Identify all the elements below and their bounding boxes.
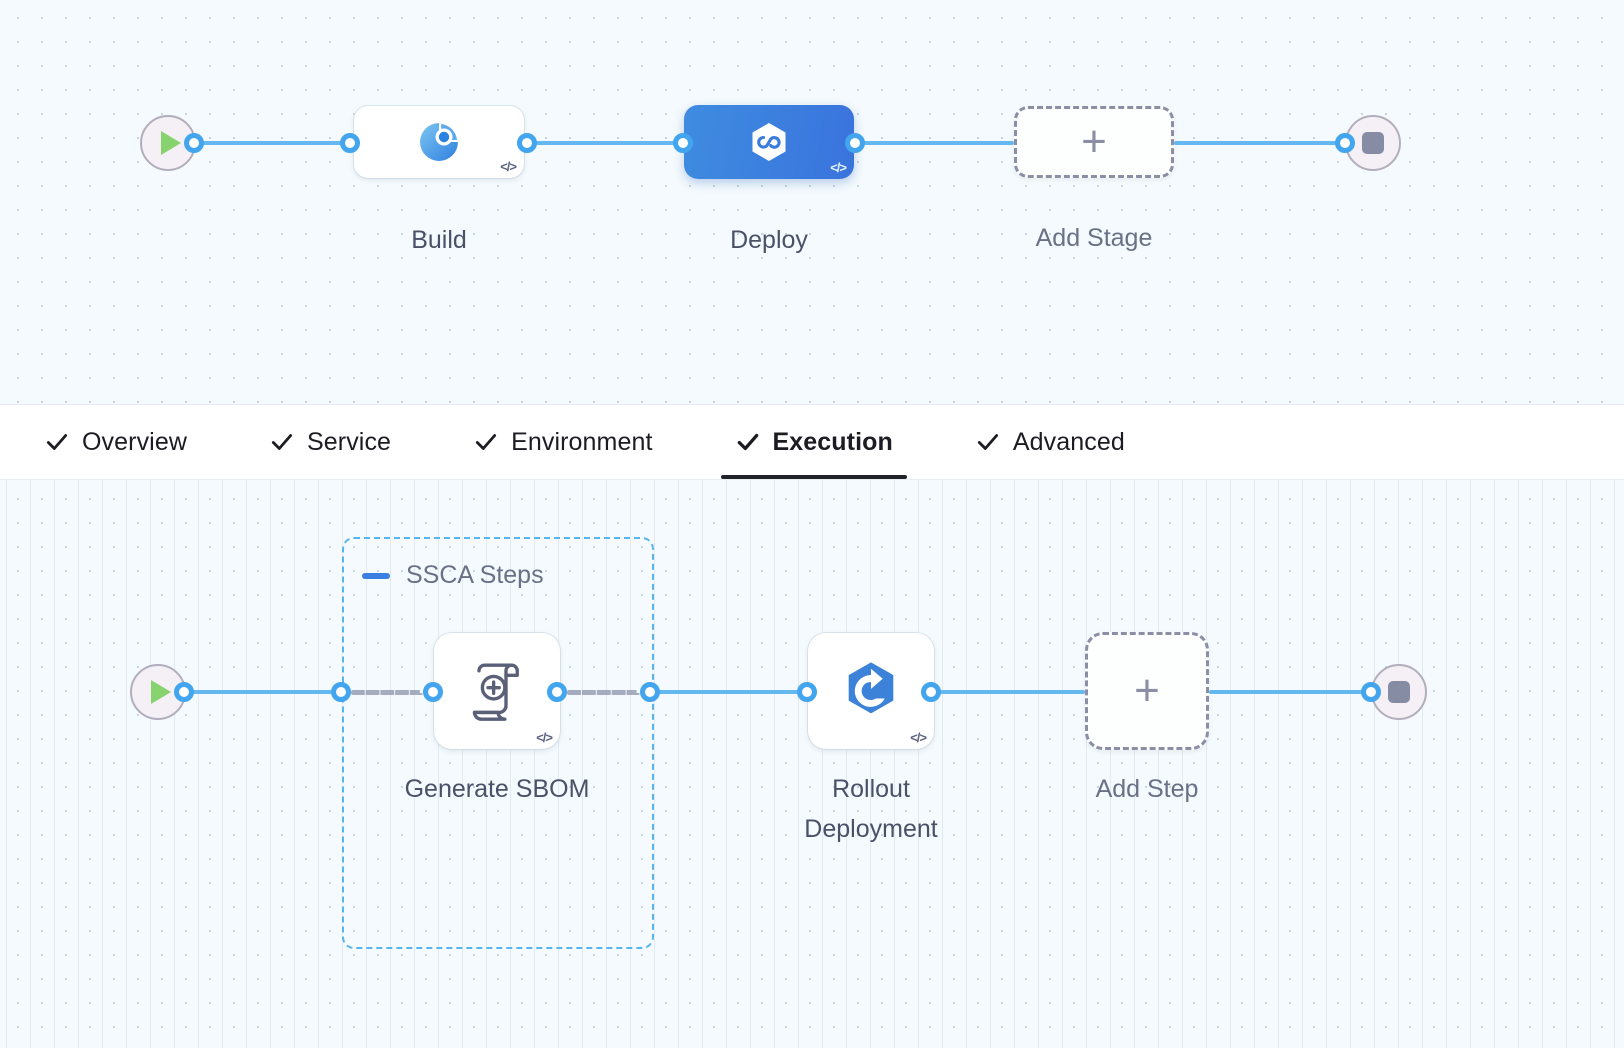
tab-advanced-label: Advanced	[1012, 427, 1125, 456]
link-start-group	[188, 690, 340, 694]
sbom-code-badge[interactable]: </>	[536, 730, 553, 745]
tab-execution[interactable]: Execution	[720, 405, 908, 479]
stage-label-add-stage: Add Stage	[1035, 224, 1153, 252]
tab-advanced[interactable]: Advanced	[961, 405, 1139, 479]
step-group-title: SSCA Steps	[406, 561, 544, 589]
link-deploy-addstage	[859, 141, 1014, 145]
stop-icon	[1362, 132, 1384, 154]
link-start-build	[198, 141, 356, 145]
link-group-sbom	[351, 690, 423, 695]
deploy-output-port[interactable]	[845, 133, 865, 153]
tab-overview[interactable]: Overview	[30, 405, 201, 479]
stage-end-node[interactable]	[1345, 115, 1401, 171]
step-group-header[interactable]: SSCA Steps	[362, 561, 544, 590]
step-node-generate-sbom[interactable]: </>	[434, 633, 560, 749]
tab-environment[interactable]: Environment	[459, 405, 666, 479]
stage-config-tab-bar: Overview Service Environment Execution A	[0, 404, 1624, 480]
link-group-rollout	[654, 690, 800, 694]
deploy-cd-icon	[752, 123, 786, 161]
stop-icon	[1388, 681, 1410, 703]
stage-node-deploy[interactable]: </>	[684, 105, 854, 179]
build-input-port[interactable]	[340, 133, 360, 153]
build-pie-icon	[420, 123, 458, 161]
tab-environment-label: Environment	[511, 427, 653, 456]
rollout-input-port[interactable]	[797, 682, 817, 702]
rollout-output-port[interactable]	[921, 682, 941, 702]
build-output-port[interactable]	[517, 133, 537, 153]
check-icon	[46, 434, 68, 450]
step-end-port[interactable]	[1361, 682, 1381, 702]
stage-canvas[interactable]: </> Build </> Deploy	[0, 0, 1624, 410]
tab-execution-label: Execution	[772, 427, 893, 456]
stage-label-deploy: Deploy	[730, 226, 808, 254]
step-node-rollout-deployment[interactable]: </>	[808, 633, 934, 749]
check-icon	[271, 434, 293, 450]
build-code-badge[interactable]: </>	[500, 159, 517, 174]
stage-start-port[interactable]	[184, 133, 204, 153]
rollout-code-badge[interactable]: </>	[910, 730, 927, 745]
plus-icon: +	[1134, 666, 1160, 715]
rollout-hex-icon	[848, 662, 894, 714]
check-icon	[475, 434, 497, 450]
tab-service[interactable]: Service	[255, 405, 405, 479]
group-exit-port[interactable]	[640, 682, 660, 702]
stage-end-port[interactable]	[1335, 133, 1355, 153]
play-icon	[160, 131, 181, 155]
step-label-add-step: Add Step	[1095, 775, 1199, 803]
stage-node-build[interactable]: </>	[354, 106, 524, 178]
minus-icon[interactable]	[362, 572, 390, 579]
stage-node-add-stage[interactable]: +	[1014, 106, 1174, 178]
link-rollout-addstep	[935, 690, 1085, 694]
link-addstep-end	[1209, 690, 1366, 694]
sbom-output-port[interactable]	[547, 682, 567, 702]
deploy-input-port[interactable]	[673, 133, 693, 153]
link-build-deploy	[531, 141, 681, 145]
step-label-rollout-deployment: Rollout Deployment	[804, 775, 938, 843]
group-entry-port[interactable]	[331, 682, 351, 702]
play-icon	[150, 680, 171, 704]
sbom-input-port[interactable]	[423, 682, 443, 702]
step-start-port[interactable]	[174, 682, 194, 702]
check-icon	[737, 433, 758, 451]
execution-steps-canvas[interactable]: SSCA Steps	[0, 479, 1624, 1048]
scroll-plus-icon	[472, 663, 519, 721]
plus-icon: +	[1081, 117, 1107, 166]
deploy-code-badge[interactable]: </>	[830, 160, 847, 175]
stage-label-build: Build	[411, 226, 467, 254]
link-addstage-end	[1174, 141, 1350, 145]
link-sbom-groupexit	[567, 690, 640, 695]
step-node-add-step[interactable]: +	[1085, 632, 1209, 750]
check-icon	[977, 434, 998, 450]
tab-overview-label: Overview	[82, 427, 187, 456]
tab-service-label: Service	[307, 427, 392, 456]
